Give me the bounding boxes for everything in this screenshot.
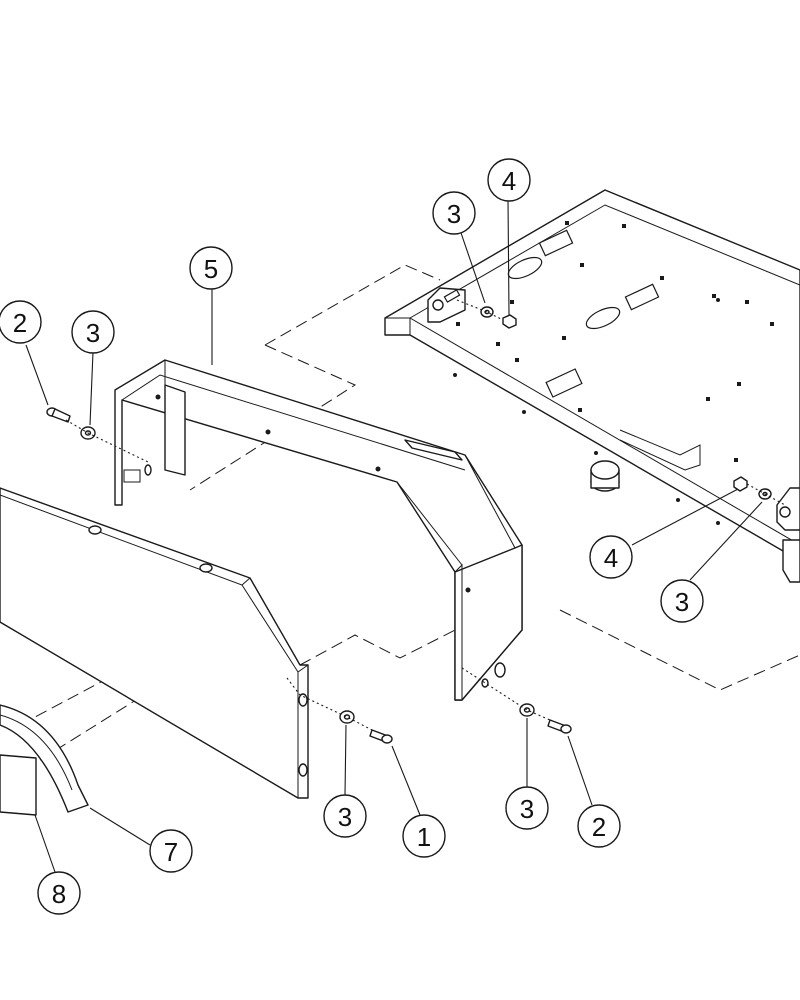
callout-label: 3	[520, 794, 534, 824]
callout-label: 3	[675, 587, 689, 617]
callout-label: 3	[338, 802, 352, 832]
chassis-frame	[384, 189, 800, 583]
callout-bubble: 2	[0, 300, 42, 344]
callout-bubble: 5	[189, 246, 233, 290]
fastener-alignment-lines	[65, 299, 786, 731]
callout-label: 2	[13, 308, 27, 338]
callout-bubble: 1	[402, 814, 446, 858]
callout-bubble: 3	[71, 310, 115, 354]
washer-top	[480, 306, 494, 318]
callout-label: 4	[604, 543, 618, 573]
callout-label: 3	[447, 199, 461, 229]
callout-label: 3	[86, 318, 100, 348]
callout-label: 1	[417, 822, 431, 852]
callout-bubble: 8	[37, 871, 81, 915]
callout-label: 2	[592, 812, 606, 842]
callout-label: 4	[502, 166, 516, 196]
leader-lines	[25, 199, 763, 873]
nut-right	[733, 476, 748, 492]
callout-bubble: 3	[432, 191, 476, 235]
callout-bubble: 2	[577, 804, 621, 848]
callout-label: 7	[164, 837, 178, 867]
hardware-fasteners	[46, 306, 772, 744]
washer-front	[339, 710, 355, 724]
callout-bubble: 3	[660, 579, 704, 623]
front-skirt-panel	[0, 487, 309, 799]
callout-bubble: 3	[323, 794, 367, 838]
callout-label: 5	[204, 254, 218, 284]
bolt-left	[46, 407, 71, 423]
callout-label: 8	[52, 879, 66, 909]
callout-bubble: 4	[589, 535, 633, 579]
callout-bubble: 3	[505, 786, 549, 830]
arched-side-panel	[114, 359, 523, 701]
nut-top	[502, 314, 517, 329]
callout-bubble: 4	[487, 158, 531, 202]
curved-trim-piece	[0, 704, 89, 816]
bolt-front	[369, 729, 393, 744]
washer-rear	[519, 703, 535, 717]
callout-bubble: 7	[149, 829, 193, 873]
bolt-rear	[547, 719, 572, 734]
